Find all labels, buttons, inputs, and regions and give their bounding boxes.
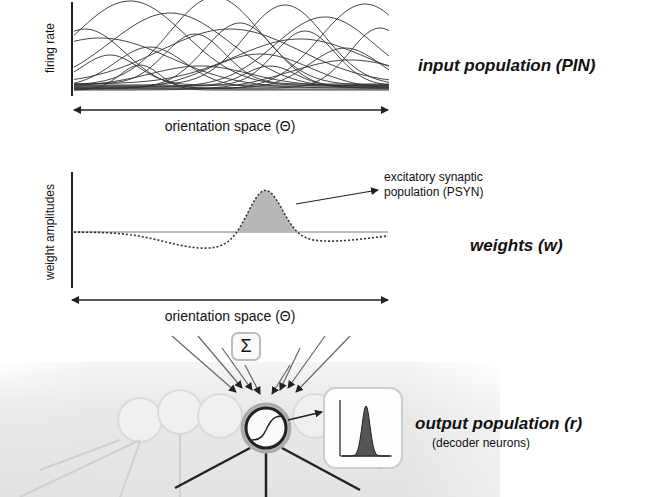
caption-note: (decoder neurons) [432,436,530,450]
axis-label: orientation space (Θ) [165,118,296,134]
sum-box: Σ [231,332,260,361]
axis-label: firing rate [43,23,57,73]
population-title: weights (w) [470,236,563,256]
axis-label: orientation space (Θ) [165,308,296,324]
callout-label: excitatory synaptic population (PSYN) [384,170,514,200]
sum-symbol: Σ [240,336,251,357]
axis-label: weight amplitudes [43,184,57,280]
population-title: input population (PIN) [418,56,596,76]
population-title: output population (r) [415,414,582,434]
